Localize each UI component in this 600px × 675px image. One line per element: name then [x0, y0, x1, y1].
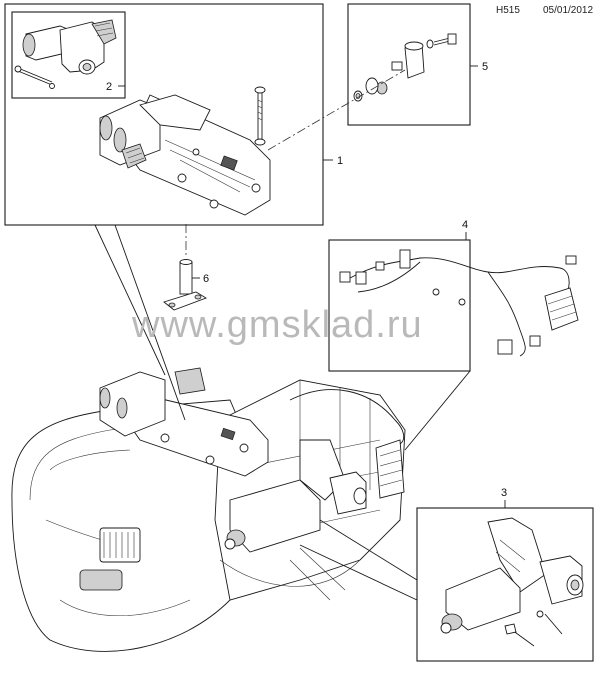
leader-1b: [114, 224, 186, 421]
callout-1: 1: [337, 155, 343, 167]
leader-4: [404, 370, 471, 451]
watermark: www.gmsklad.ru: [131, 304, 423, 346]
transmission-assembly: [11, 367, 406, 652]
leader-1: [94, 224, 166, 376]
callout-5: 5: [482, 61, 488, 73]
callout-2: 2: [106, 81, 112, 93]
callout-6: 6: [203, 273, 209, 285]
callout-4: 4: [462, 219, 468, 231]
mounting-pin-part: [163, 259, 208, 311]
diagram-code: H515: [496, 5, 520, 16]
clutch-actuator-part: [440, 517, 584, 647]
actuator-motor-part: [14, 19, 117, 89]
leader-3b: [299, 544, 418, 601]
callout-3: 3: [501, 487, 507, 499]
wiring-harness-part: [339, 249, 579, 357]
valve-seal-part: [353, 33, 457, 102]
diagram-date: 05/01/2012: [543, 5, 594, 16]
leader-3: [319, 519, 418, 581]
control-unit-part: [99, 86, 271, 216]
